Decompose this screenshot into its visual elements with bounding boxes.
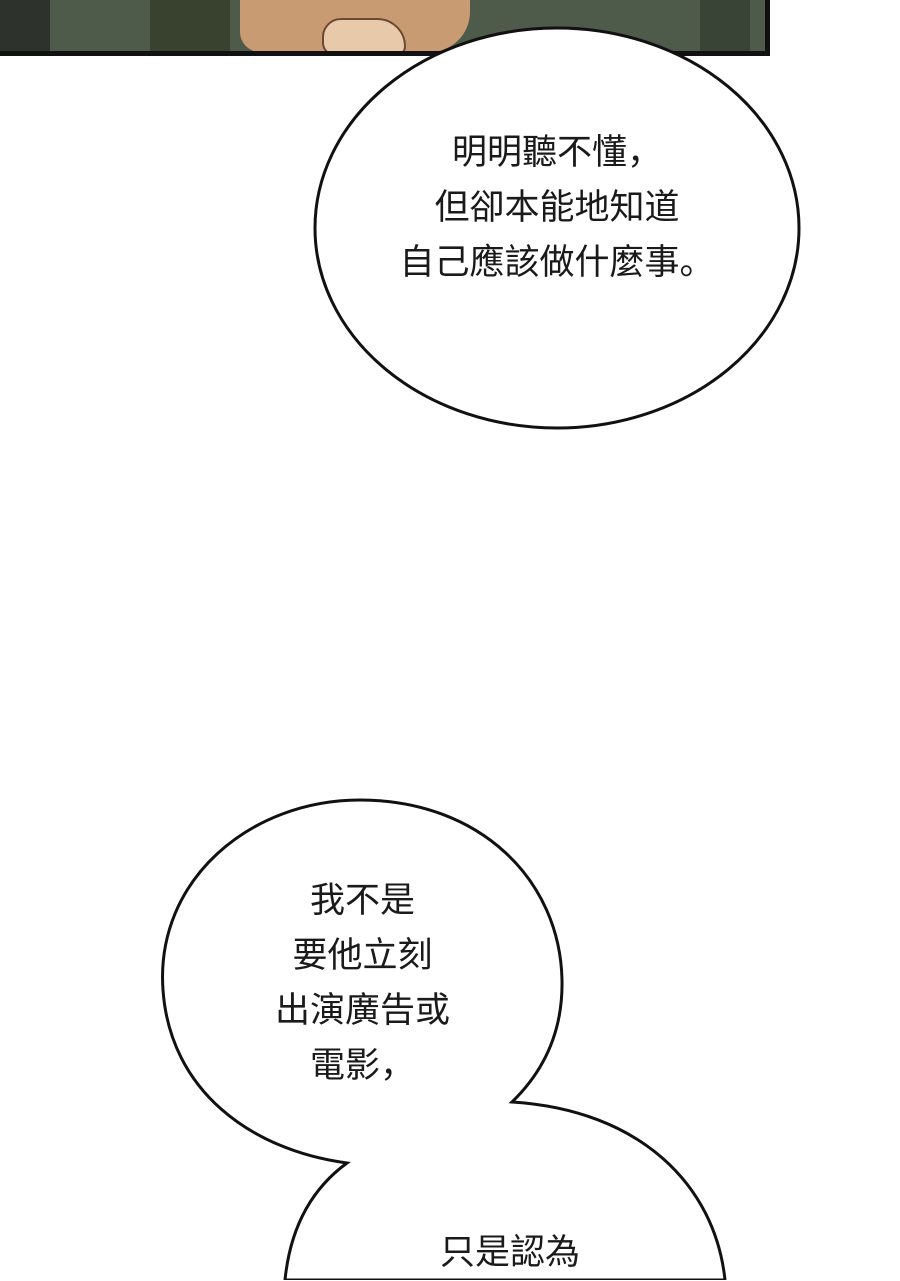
comic-panel-top bbox=[0, 0, 770, 56]
panel-artwork-right-coat bbox=[700, 0, 750, 51]
panel-artwork-dark-coat bbox=[0, 0, 50, 51]
speech-bubble-3-text: 只是認為 bbox=[410, 1226, 610, 1281]
dialogue-line: 但卻本能地知道 bbox=[434, 188, 680, 228]
dialogue-line: 只是認為 bbox=[439, 1233, 580, 1273]
dialogue-line: 我不是 bbox=[309, 881, 415, 921]
panel-artwork-jacket bbox=[150, 0, 230, 51]
speech-bubble-2-outline bbox=[161, 798, 727, 1280]
dialogue-line: 要他立刻 bbox=[292, 936, 433, 976]
dialogue-line: 自己應該做什麼事。 bbox=[399, 243, 715, 283]
speech-bubble-2-text: 我不是 要他立刻 出演廣告或 電影， bbox=[235, 874, 490, 1094]
dialogue-line: 電影， bbox=[309, 1046, 415, 1086]
dialogue-line: 明明聽不懂， bbox=[451, 133, 662, 173]
speech-bubble-1-text: 明明聽不懂， 但卻本能地知道 自己應該做什麼事。 bbox=[372, 126, 742, 291]
dialogue-line: 出演廣告或 bbox=[274, 991, 450, 1031]
speech-bubble-1-outline bbox=[313, 26, 801, 430]
panel-artwork-hand bbox=[322, 18, 406, 51]
